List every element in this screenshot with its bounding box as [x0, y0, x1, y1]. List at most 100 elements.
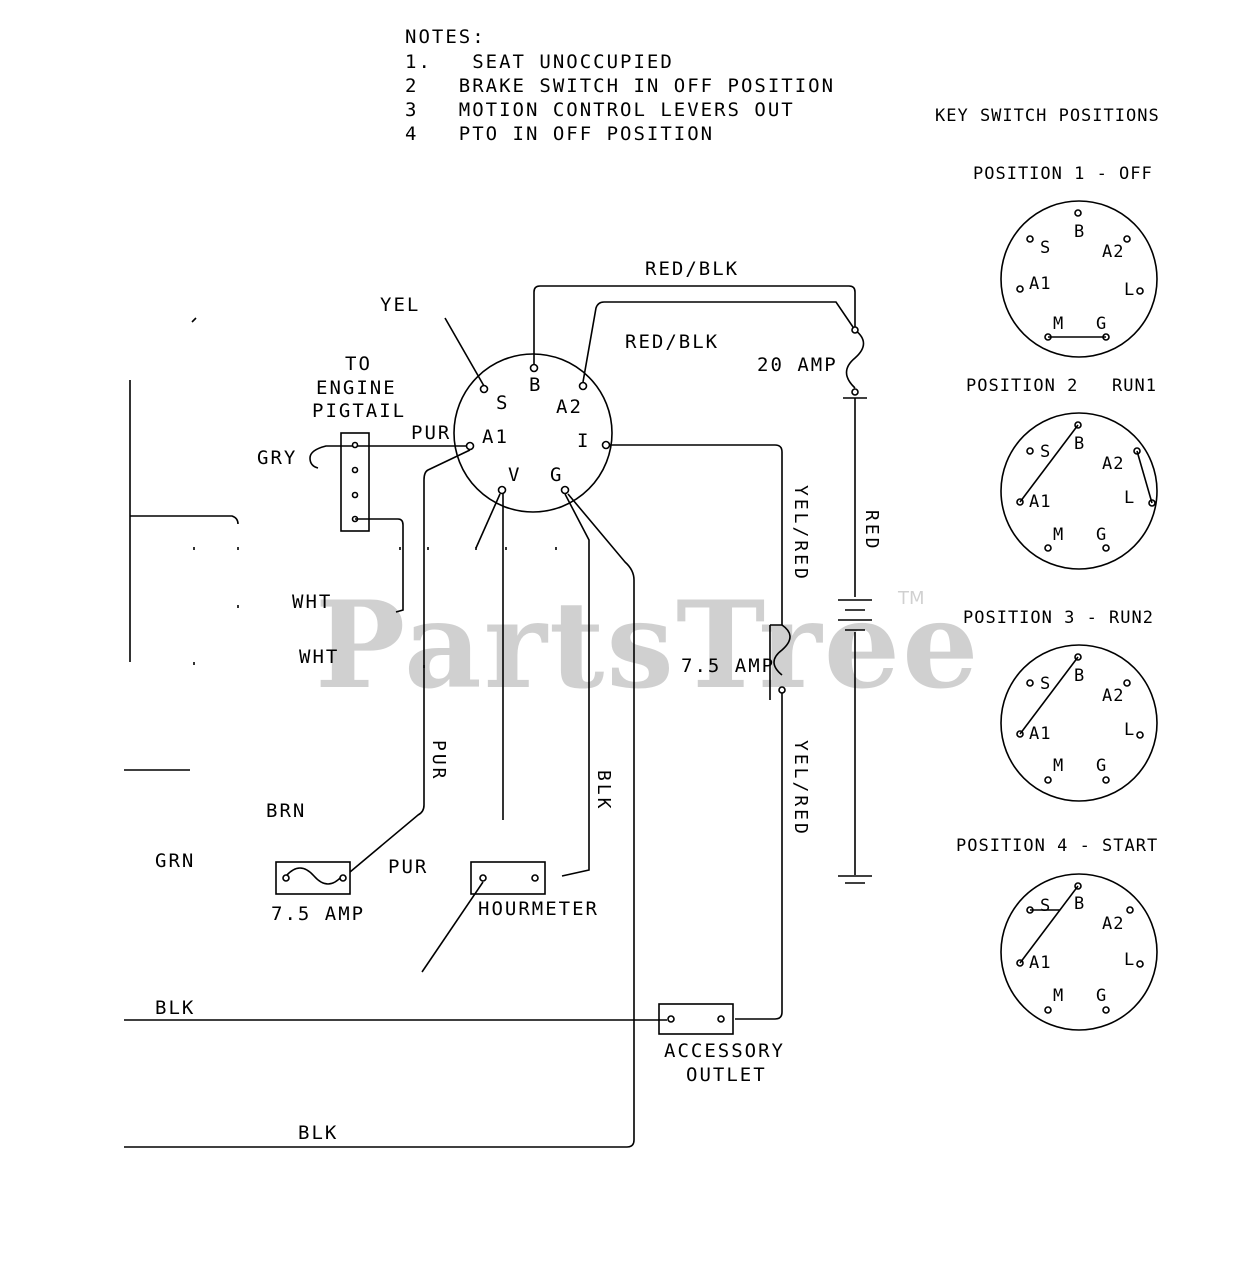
trademark-mark: TM — [898, 588, 925, 609]
p4-terminal-s: S — [1040, 896, 1052, 916]
p1-terminal-l: L — [1124, 280, 1136, 300]
accessory-outlet-label-2: OUTLET — [686, 1064, 767, 1086]
switch-terminal-dots — [465, 363, 611, 495]
p2-terminal-b: B — [1074, 434, 1086, 454]
p4-terminal-l: L — [1124, 950, 1136, 970]
fuse-7-5-amp-left-label: 7.5 AMP — [271, 903, 366, 925]
wire-label-blk-outlet: BLK — [155, 997, 196, 1019]
wire-red-blk-inner — [582, 301, 856, 383]
switch-terminal-i: I — [577, 430, 591, 452]
wire-label-wht-1: WHT — [292, 591, 333, 613]
wire-label-yel-red-top: YEL/RED — [790, 485, 811, 582]
note-item-2: 2 BRAKE SWITCH IN OFF POSITION — [405, 75, 836, 97]
pigtail-label-line-3: PIGTAIL — [312, 400, 407, 422]
p2-terminal-a1: A1 — [1029, 492, 1052, 512]
wire-label-pur-vertical: PUR — [428, 740, 449, 782]
wire-label-gry: GRY — [257, 447, 298, 469]
p1-terminal-m: M — [1053, 314, 1065, 334]
switch-terminal-a2: A2 — [556, 396, 583, 418]
wire-label-red: RED — [861, 510, 882, 552]
wire-g-left — [561, 493, 590, 877]
key-position-4-label: POSITION 4 - START — [956, 836, 1159, 856]
pigtail-label-line-2: ENGINE — [316, 377, 397, 399]
wire-pur-a1 — [309, 445, 467, 469]
p1-terminal-a1: A1 — [1029, 274, 1052, 294]
switch-terminal-v: V — [508, 464, 522, 486]
wire-g-right — [124, 493, 635, 1148]
wire-label-red-blk-1: RED/BLK — [645, 258, 740, 280]
notes-heading: NOTES: — [405, 26, 486, 48]
note-item-3: 3 MOTION CONTROL LEVERS OUT — [405, 99, 795, 121]
p3-terminal-b: B — [1074, 666, 1086, 686]
note-item-1: 1. SEAT UNOCCUPIED — [405, 51, 674, 73]
accessory-outlet-label-1: ACCESSORY — [664, 1040, 785, 1062]
p1-terminal-s: S — [1040, 238, 1052, 258]
wire-yel-red-bottom — [735, 693, 783, 1020]
wire-yel-red-top — [610, 444, 783, 625]
switch-terminal-g: G — [550, 464, 564, 486]
p2-terminal-g: G — [1096, 525, 1108, 545]
key-position-4-diagram — [1000, 873, 1158, 1031]
p2-terminal-m: M — [1053, 525, 1065, 545]
accessory-outlet-box — [658, 1003, 734, 1035]
key-position-1-diagram — [1000, 200, 1158, 358]
ignition-switch — [453, 353, 613, 513]
battery — [838, 599, 872, 631]
p4-terminal-m: M — [1053, 986, 1065, 1006]
wire-label-pur-fuse: PUR — [388, 856, 429, 878]
wire-label-grn: GRN — [155, 850, 196, 872]
key-position-2-diagram — [1000, 412, 1158, 570]
wire-label-blk-vertical: BLK — [593, 770, 614, 812]
fuse-20-amp-shape — [845, 329, 865, 389]
p3-terminal-l: L — [1124, 720, 1136, 740]
p1-terminal-g: G — [1096, 314, 1108, 334]
left-harness-branch — [130, 515, 239, 525]
wire-wht — [355, 518, 404, 613]
fuse-7-5-amp-left — [275, 861, 351, 895]
wire-label-blk-bottom: BLK — [298, 1122, 339, 1144]
wire-label-red-blk-2: RED/BLK — [625, 331, 720, 353]
p4-terminal-a1: A1 — [1029, 953, 1052, 973]
key-position-3-diagram — [1000, 644, 1158, 802]
wire-label-yel: YEL — [380, 294, 421, 316]
p4-terminal-b: B — [1074, 894, 1086, 914]
wire-label-pur-a1: PUR — [411, 422, 452, 444]
wire-label-wht-2: WHT — [299, 646, 340, 668]
wire-label-yel-red-bottom: YEL/RED — [790, 740, 811, 837]
p3-terminal-a2: A2 — [1102, 686, 1125, 706]
ground-symbol — [838, 875, 872, 884]
p3-terminal-g: G — [1096, 756, 1108, 776]
p1-terminal-b: B — [1074, 222, 1086, 242]
key-position-2-label: POSITION 2 RUN1 — [966, 376, 1157, 396]
key-position-3-label: POSITION 3 - RUN2 — [963, 608, 1154, 628]
wire-label-brn: BRN — [266, 800, 307, 822]
note-item-4: 4 PTO IN OFF POSITION — [405, 123, 715, 145]
switch-terminal-a1: A1 — [482, 426, 509, 448]
wire-hourmeter-ground — [421, 881, 484, 973]
p4-terminal-g: G — [1096, 986, 1108, 1006]
p3-terminal-s: S — [1040, 674, 1052, 694]
pigtail-label-line-1: TO — [345, 353, 372, 375]
wire-yel — [444, 317, 485, 387]
p1-terminal-a2: A2 — [1102, 242, 1125, 262]
wire-v-left — [475, 493, 501, 549]
wire-pur-long — [349, 449, 471, 873]
p2-terminal-l: L — [1124, 488, 1136, 508]
p3-terminal-a1: A1 — [1029, 724, 1052, 744]
wire-red-blk-outer — [533, 285, 856, 364]
fuse-20-amp-label: 20 AMP — [757, 354, 838, 376]
hourmeter-label: HOURMETER — [478, 898, 599, 920]
partstree-watermark: PartsTree — [315, 575, 981, 716]
p2-terminal-a2: A2 — [1102, 454, 1125, 474]
engine-pigtail-connector — [340, 432, 370, 532]
switch-terminal-s: S — [496, 392, 510, 414]
key-position-1-label: POSITION 1 - OFF — [973, 164, 1153, 184]
p3-terminal-m: M — [1053, 756, 1065, 776]
switch-terminal-b: B — [529, 374, 543, 396]
p2-terminal-s: S — [1040, 442, 1052, 462]
key-switch-title: KEY SWITCH POSITIONS — [935, 106, 1160, 126]
p4-terminal-a2: A2 — [1102, 914, 1125, 934]
fuse-7-5-amp-right-shape — [773, 624, 791, 676]
fuse-7-5-amp-right-label: 7.5 AMP — [681, 655, 776, 677]
